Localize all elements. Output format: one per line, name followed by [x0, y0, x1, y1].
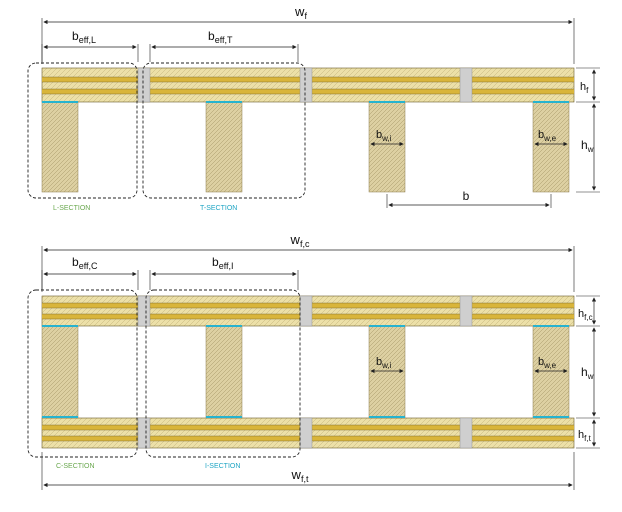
c-section-label: C-SECTION — [56, 463, 95, 470]
label-bwe: bw,e — [538, 129, 557, 143]
dimension-wft: wf,t — [41, 452, 575, 490]
l-section-label: L-SECTION — [53, 205, 90, 212]
dimension-wf: wf — [41, 4, 575, 64]
dimension-beff-l: beff,L — [41, 29, 139, 62]
dimension-hf: hf — [576, 67, 600, 103]
label-beff-c: beff,C — [72, 255, 98, 271]
t-section-label: T-SECTION — [200, 205, 237, 212]
c-section-outline — [27, 289, 138, 458]
label-beff-t: beff,T — [208, 29, 233, 45]
label-bwi: bw,i — [376, 129, 392, 143]
flange-joint — [299, 67, 313, 103]
label-hw-bottom: hw — [581, 365, 594, 381]
dimension-bwe: bw,e — [534, 129, 568, 147]
label-wft: wf,t — [291, 467, 309, 484]
web-rib — [41, 101, 79, 193]
label-beff-l: beff,L — [72, 29, 96, 45]
flange-joint — [299, 295, 313, 327]
top-webs — [41, 101, 570, 193]
label-wf: wf — [294, 4, 307, 21]
web-rib — [205, 325, 243, 419]
label-hf: hf — [580, 81, 589, 95]
dimension-bwi: bw,i — [370, 129, 404, 147]
label-wfc: wf,c — [290, 232, 310, 249]
label-b: b — [463, 189, 470, 203]
dimension-bwi-bottom: bw,i — [370, 356, 404, 374]
bottom-diagram: wf,c beff,C beff,I hf,c hw — [27, 232, 600, 490]
web-rib — [532, 325, 570, 419]
label-beff-i: beff,I — [212, 255, 234, 271]
dimension-hfc: hf,c — [576, 295, 600, 327]
dimension-b: b — [386, 189, 552, 208]
dimension-bwe-bottom: bw,e — [534, 356, 568, 374]
web-rib — [532, 101, 570, 193]
dimension-beff-i: beff,I — [149, 255, 299, 290]
dimension-beff-t: beff,T — [149, 29, 299, 62]
dimension-wfc: wf,c — [41, 232, 575, 292]
flange-joint — [137, 67, 151, 103]
dimension-beff-c: beff,C — [41, 255, 139, 290]
bottom-webs — [41, 325, 570, 419]
bottom-top-flange — [41, 295, 575, 327]
label-bwi-bottom: bw,i — [376, 356, 392, 370]
flange-joint — [459, 67, 473, 103]
flange-joint — [137, 417, 151, 449]
web-rib — [368, 325, 406, 419]
i-section-outline — [145, 289, 301, 458]
web-rib — [205, 101, 243, 193]
top-diagram: wf beff,L beff,T hf hw — [27, 4, 600, 212]
label-hw: hw — [581, 138, 594, 154]
dimension-hw-bottom: hw — [576, 327, 600, 419]
t-section-outline — [142, 62, 306, 199]
flange-joint — [459, 295, 473, 327]
web-rib — [41, 325, 79, 419]
flange-joint — [299, 417, 313, 449]
l-section-outline — [27, 62, 138, 199]
dimension-hft: hf,t — [576, 419, 600, 449]
label-bwe-bottom: bw,e — [538, 356, 557, 370]
i-section-label: I-SECTION — [205, 463, 240, 470]
flange-joint — [459, 417, 473, 449]
label-hfc: hf,c — [578, 308, 593, 322]
dimension-hw: hw — [576, 103, 600, 193]
label-hft: hf,t — [578, 429, 592, 443]
flange-joint — [137, 295, 151, 327]
web-rib — [368, 101, 406, 193]
bottom-bottom-flange — [41, 417, 575, 449]
top-flange — [41, 67, 575, 103]
